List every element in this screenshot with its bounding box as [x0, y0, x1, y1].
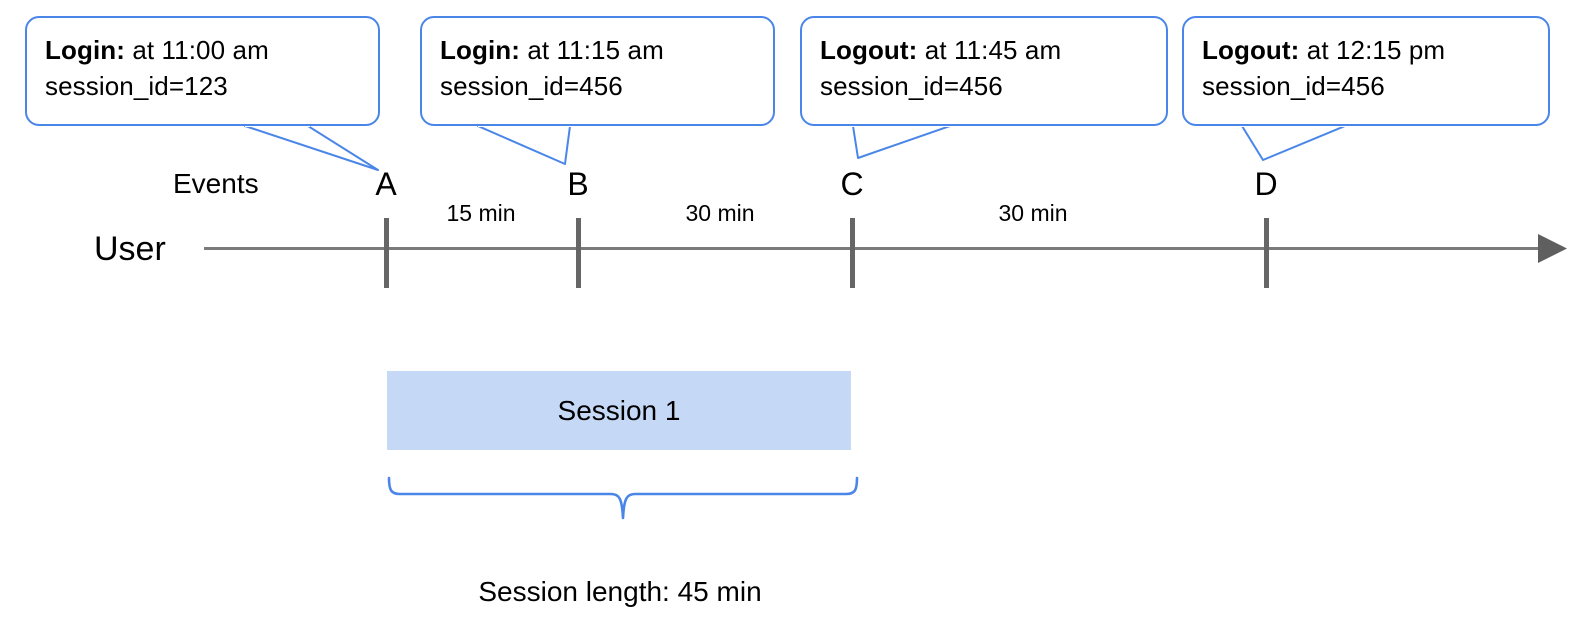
callout-b-line2: session_id=456 [440, 71, 623, 101]
callout-c-event-type: Logout: [820, 35, 918, 65]
session-bar: Session 1 [387, 371, 851, 450]
event-tick-d [1264, 218, 1269, 288]
callout-c-line2: session_id=456 [820, 71, 1003, 101]
event-tick-a [384, 218, 389, 288]
callout-d-line1: Logout: at 12:15 pm [1202, 32, 1530, 68]
interval-label-cd: 30 min [998, 200, 1068, 226]
event-letter-b: B [567, 166, 589, 202]
callout-a-line1: Login: at 11:00 am [45, 32, 360, 68]
callout-bubble-d: Logout: at 12:15 pm session_id=456 [1182, 16, 1550, 126]
callout-bubble-a: Login: at 11:00 am session_id=123 [25, 16, 380, 126]
event-letter-c: C [840, 166, 864, 202]
callout-c-time: at 11:45 am [917, 35, 1062, 65]
event-letter-a: A [375, 166, 397, 202]
callout-c-line1: Logout: at 11:45 am [820, 32, 1148, 68]
callout-b-line1: Login: at 11:15 am [440, 32, 755, 68]
callout-bubble-b: Login: at 11:15 am session_id=456 [420, 16, 775, 126]
callout-d-time: at 12:15 pm [1299, 35, 1446, 65]
callout-a-event-type: Login: [45, 35, 126, 65]
callout-b-time: at 11:15 am [520, 35, 664, 65]
callout-bubble-c: Logout: at 11:45 am session_id=456 [800, 16, 1168, 126]
interval-label-bc: 30 min [685, 200, 755, 226]
user-lane-label: User [94, 230, 166, 268]
interval-label-ab: 15 min [446, 200, 516, 226]
callout-b-event-type: Login: [440, 35, 521, 65]
callout-d-event-type: Logout: [1202, 35, 1300, 65]
event-tick-b [576, 218, 581, 288]
events-row-label: Events [173, 168, 259, 199]
callout-a-time: at 11:00 am [125, 35, 269, 65]
session-length-label: Session length: 45 min [478, 576, 762, 607]
session-span-brace [387, 476, 859, 520]
callout-a-line2: session_id=123 [45, 71, 228, 101]
timeline-axis [204, 247, 1544, 250]
event-tick-c [850, 218, 855, 288]
event-letter-d: D [1254, 166, 1278, 202]
session-bar-label: Session 1 [557, 394, 681, 426]
callout-d-line2: session_id=456 [1202, 71, 1385, 101]
